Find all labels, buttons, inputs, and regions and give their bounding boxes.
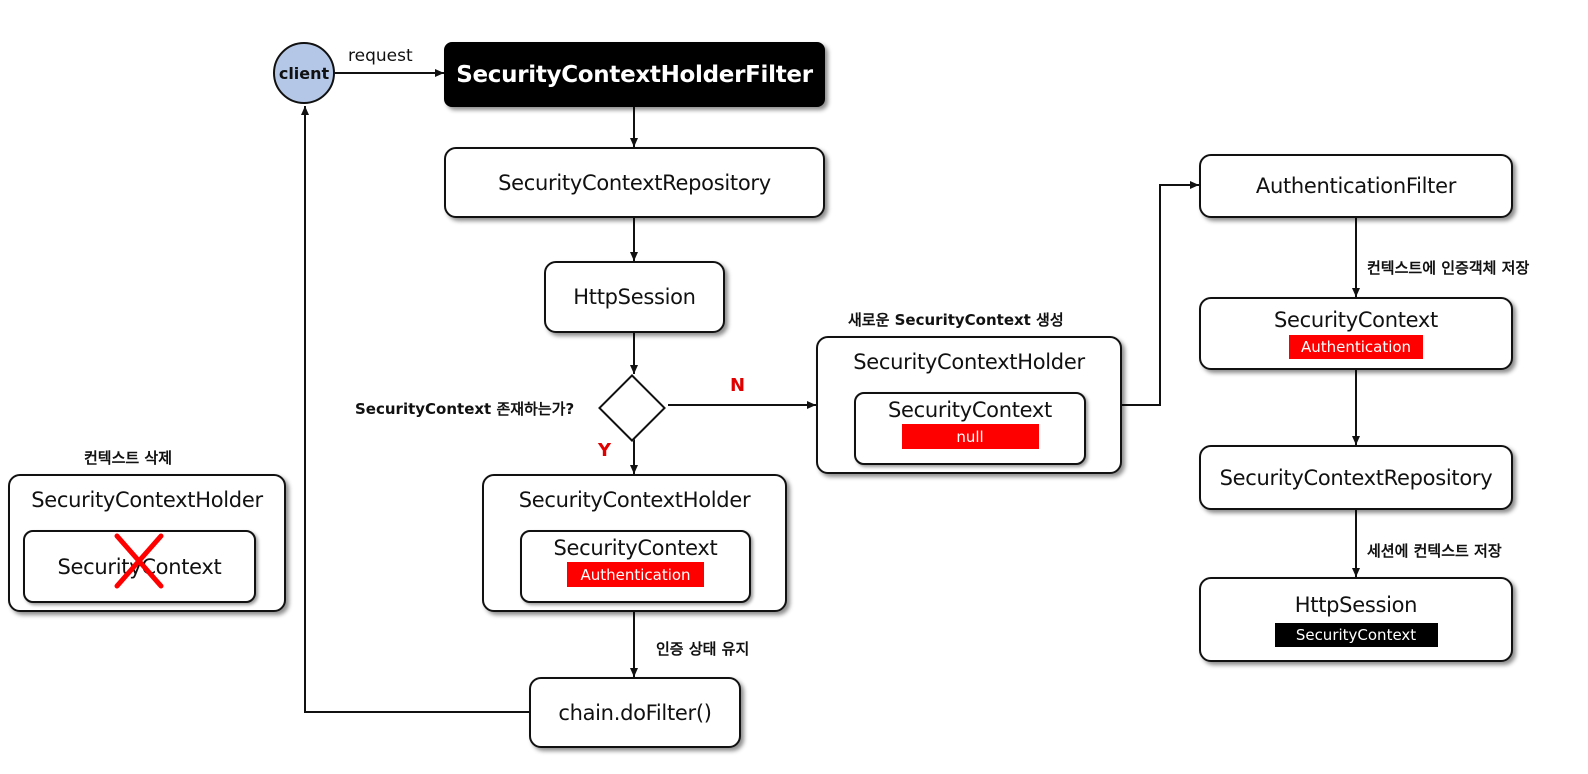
cleanup-context-box: SecurityContext bbox=[23, 530, 256, 603]
cleanup-holder-box: SecurityContextHolder SecurityContext bbox=[8, 474, 286, 612]
no-label: N bbox=[730, 375, 746, 396]
session-label: HttpSession bbox=[573, 285, 696, 309]
new-security-context-box: SecurityContext null bbox=[854, 392, 1086, 465]
store-session-note: 세션에 컨텍스트 저장 bbox=[1367, 542, 1502, 560]
delete-x-icon bbox=[114, 533, 164, 589]
right-repository-label: SecurityContextRepository bbox=[1219, 465, 1493, 490]
decision-diamond bbox=[598, 374, 666, 442]
holder-label: SecurityContextHolder bbox=[518, 488, 751, 512]
authentication-filter-box: AuthenticationFilter bbox=[1199, 154, 1513, 218]
decision-question: SecurityContext 존재하는가? bbox=[355, 400, 575, 418]
security-context-repository-box: SecurityContextRepository bbox=[444, 147, 825, 218]
authentication-tag: Authentication bbox=[567, 562, 704, 587]
right-context-label: SecurityContext bbox=[1273, 308, 1438, 332]
request-label: request bbox=[348, 46, 413, 66]
new-context-label: SecurityContext bbox=[887, 398, 1052, 422]
repository-label: SecurityContextRepository bbox=[498, 170, 771, 195]
cleanup-note: 컨텍스트 삭제 bbox=[84, 449, 173, 467]
yes-label: Y bbox=[598, 440, 612, 461]
cleanup-holder-label: SecurityContextHolder bbox=[31, 488, 263, 512]
security-context-holder-filter-box: SecurityContextHolderFilter bbox=[444, 42, 825, 107]
new-security-context-holder-box: SecurityContextHolder SecurityContext nu… bbox=[816, 336, 1122, 474]
right-http-session-box: HttpSession SecurityContext bbox=[1199, 577, 1513, 662]
auth-filter-label: AuthenticationFilter bbox=[1255, 174, 1457, 198]
right-security-context-box: SecurityContext Authentication bbox=[1199, 297, 1513, 370]
http-session-box: HttpSession bbox=[544, 261, 725, 333]
arrow-new-holder-to-authfilter bbox=[1122, 181, 1199, 406]
security-context-box: SecurityContext Authentication bbox=[520, 530, 751, 603]
new-context-note: 새로운 SecurityContext 생성 bbox=[848, 311, 1064, 329]
maintain-auth-note: 인증 상태 유지 bbox=[656, 640, 750, 658]
filter-label: SecurityContextHolderFilter bbox=[456, 61, 813, 88]
client-node: client bbox=[273, 42, 335, 104]
chain-dofilter-box: chain.doFilter() bbox=[529, 677, 741, 748]
null-tag: null bbox=[901, 424, 1039, 449]
right-session-label: HttpSession bbox=[1294, 592, 1418, 617]
context-label: SecurityContext bbox=[553, 536, 718, 560]
security-context-holder-box: SecurityContextHolder SecurityContext Au… bbox=[482, 474, 787, 612]
session-context-tag: SecurityContext bbox=[1274, 622, 1438, 647]
right-authentication-tag: Authentication bbox=[1289, 335, 1423, 359]
chain-label: chain.doFilter() bbox=[558, 700, 712, 725]
store-auth-note: 컨텍스트에 인증객체 저장 bbox=[1367, 259, 1530, 277]
new-holder-label: SecurityContextHolder bbox=[853, 350, 1085, 374]
right-security-context-repository-box: SecurityContextRepository bbox=[1199, 445, 1513, 510]
